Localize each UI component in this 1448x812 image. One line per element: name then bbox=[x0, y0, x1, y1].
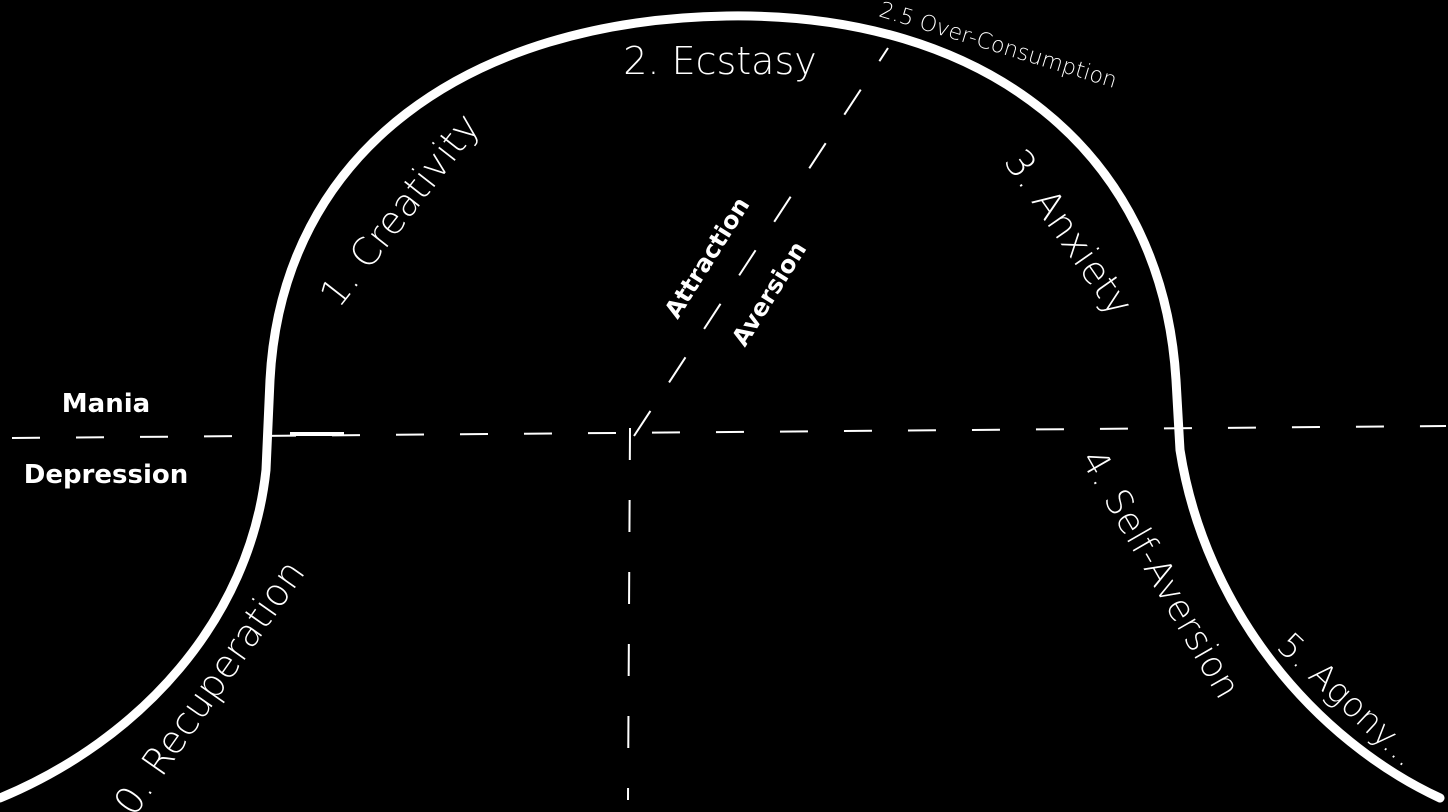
vertical-divider bbox=[627, 427, 631, 801]
attraction-label: Attraction bbox=[659, 192, 755, 323]
attraction-aversion-divider bbox=[633, 47, 889, 437]
stage-ecstasy-label: 2. Ecstasy bbox=[623, 39, 817, 83]
mania-label: Mania bbox=[62, 389, 150, 419]
cycle-curve bbox=[0, 11, 1445, 803]
mania-depression-divider bbox=[11, 425, 1447, 439]
depression-label: Depression bbox=[24, 460, 189, 490]
stage-agony-label: 5. Agony... bbox=[1269, 625, 1426, 775]
stage-creativity-label: 1. Creativity bbox=[311, 105, 489, 315]
stage-recuperation-label: 0. Recuperation bbox=[105, 552, 313, 812]
aversion-label: Aversion bbox=[726, 236, 812, 351]
stage-anxiety-label: 3. Anxiety bbox=[995, 141, 1141, 324]
